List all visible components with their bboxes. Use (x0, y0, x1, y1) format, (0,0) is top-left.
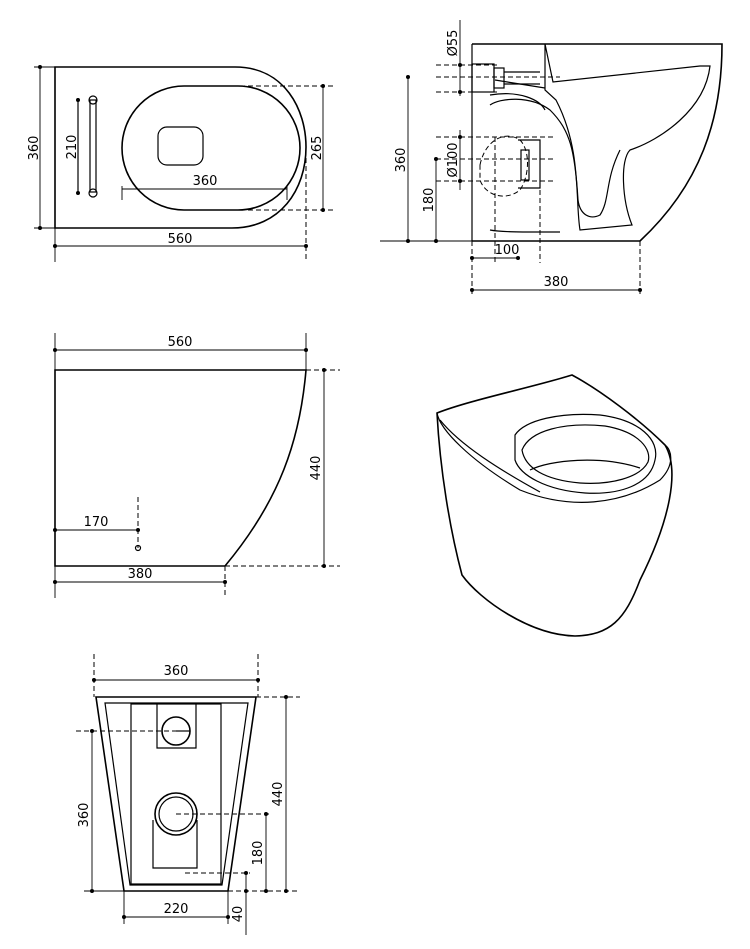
foot-length-label: 380 (128, 567, 153, 582)
back-top-width-label: 360 (164, 664, 189, 679)
side-length-label: 560 (168, 335, 193, 350)
back-base-offset-label: 40 (231, 906, 246, 923)
inlet-pipe (471, 63, 495, 93)
section-depth-label: 380 (544, 275, 569, 290)
side-section: Ø55 360 Ø100 180 100 380 (380, 20, 723, 296)
outlet-position-label: 170 (84, 515, 109, 530)
section-outline (472, 43, 723, 242)
back-base-width-label: 220 (164, 902, 189, 917)
back-outlet-height-label: 180 (251, 841, 266, 866)
perspective-view (436, 374, 673, 637)
inlet-diameter-label: Ø55 (446, 30, 461, 57)
back-view-outline (95, 696, 257, 892)
bolt-spacing-label: 210 (65, 135, 80, 160)
side-height-label: 440 (309, 456, 324, 481)
side-view: 560 440 170 380 (53, 333, 340, 598)
top-height-label: 360 (27, 136, 42, 161)
bolt-slot-right (89, 99, 97, 193)
flush-hole (157, 126, 204, 166)
back-height-label: 440 (271, 782, 286, 807)
outlet-height-label: 180 (422, 188, 437, 213)
rim (544, 43, 711, 231)
back-inlet-height-label: 360 (77, 803, 92, 828)
inlet-opening (156, 704, 197, 749)
top-view-outline (54, 66, 307, 229)
back-view: 360 360 440 180 40 220 (76, 654, 300, 935)
section-height-label: 360 (394, 148, 409, 173)
outlet-label: 265 (310, 136, 325, 161)
bowl-opening (121, 85, 301, 211)
side-view-outline (54, 369, 307, 567)
outlet-offset-label: 100 (495, 243, 520, 258)
perspective-rim (514, 413, 657, 494)
top-width-label: 560 (168, 232, 193, 247)
perspective-outline (436, 374, 673, 637)
bowl-width-label: 360 (193, 174, 218, 189)
bolt-hole-top (88, 95, 98, 105)
top-view: 360 210 360 265 560 (27, 65, 336, 262)
bolt-hole-bottom (88, 188, 98, 198)
outlet-diameter-label: Ø100 (446, 142, 461, 177)
